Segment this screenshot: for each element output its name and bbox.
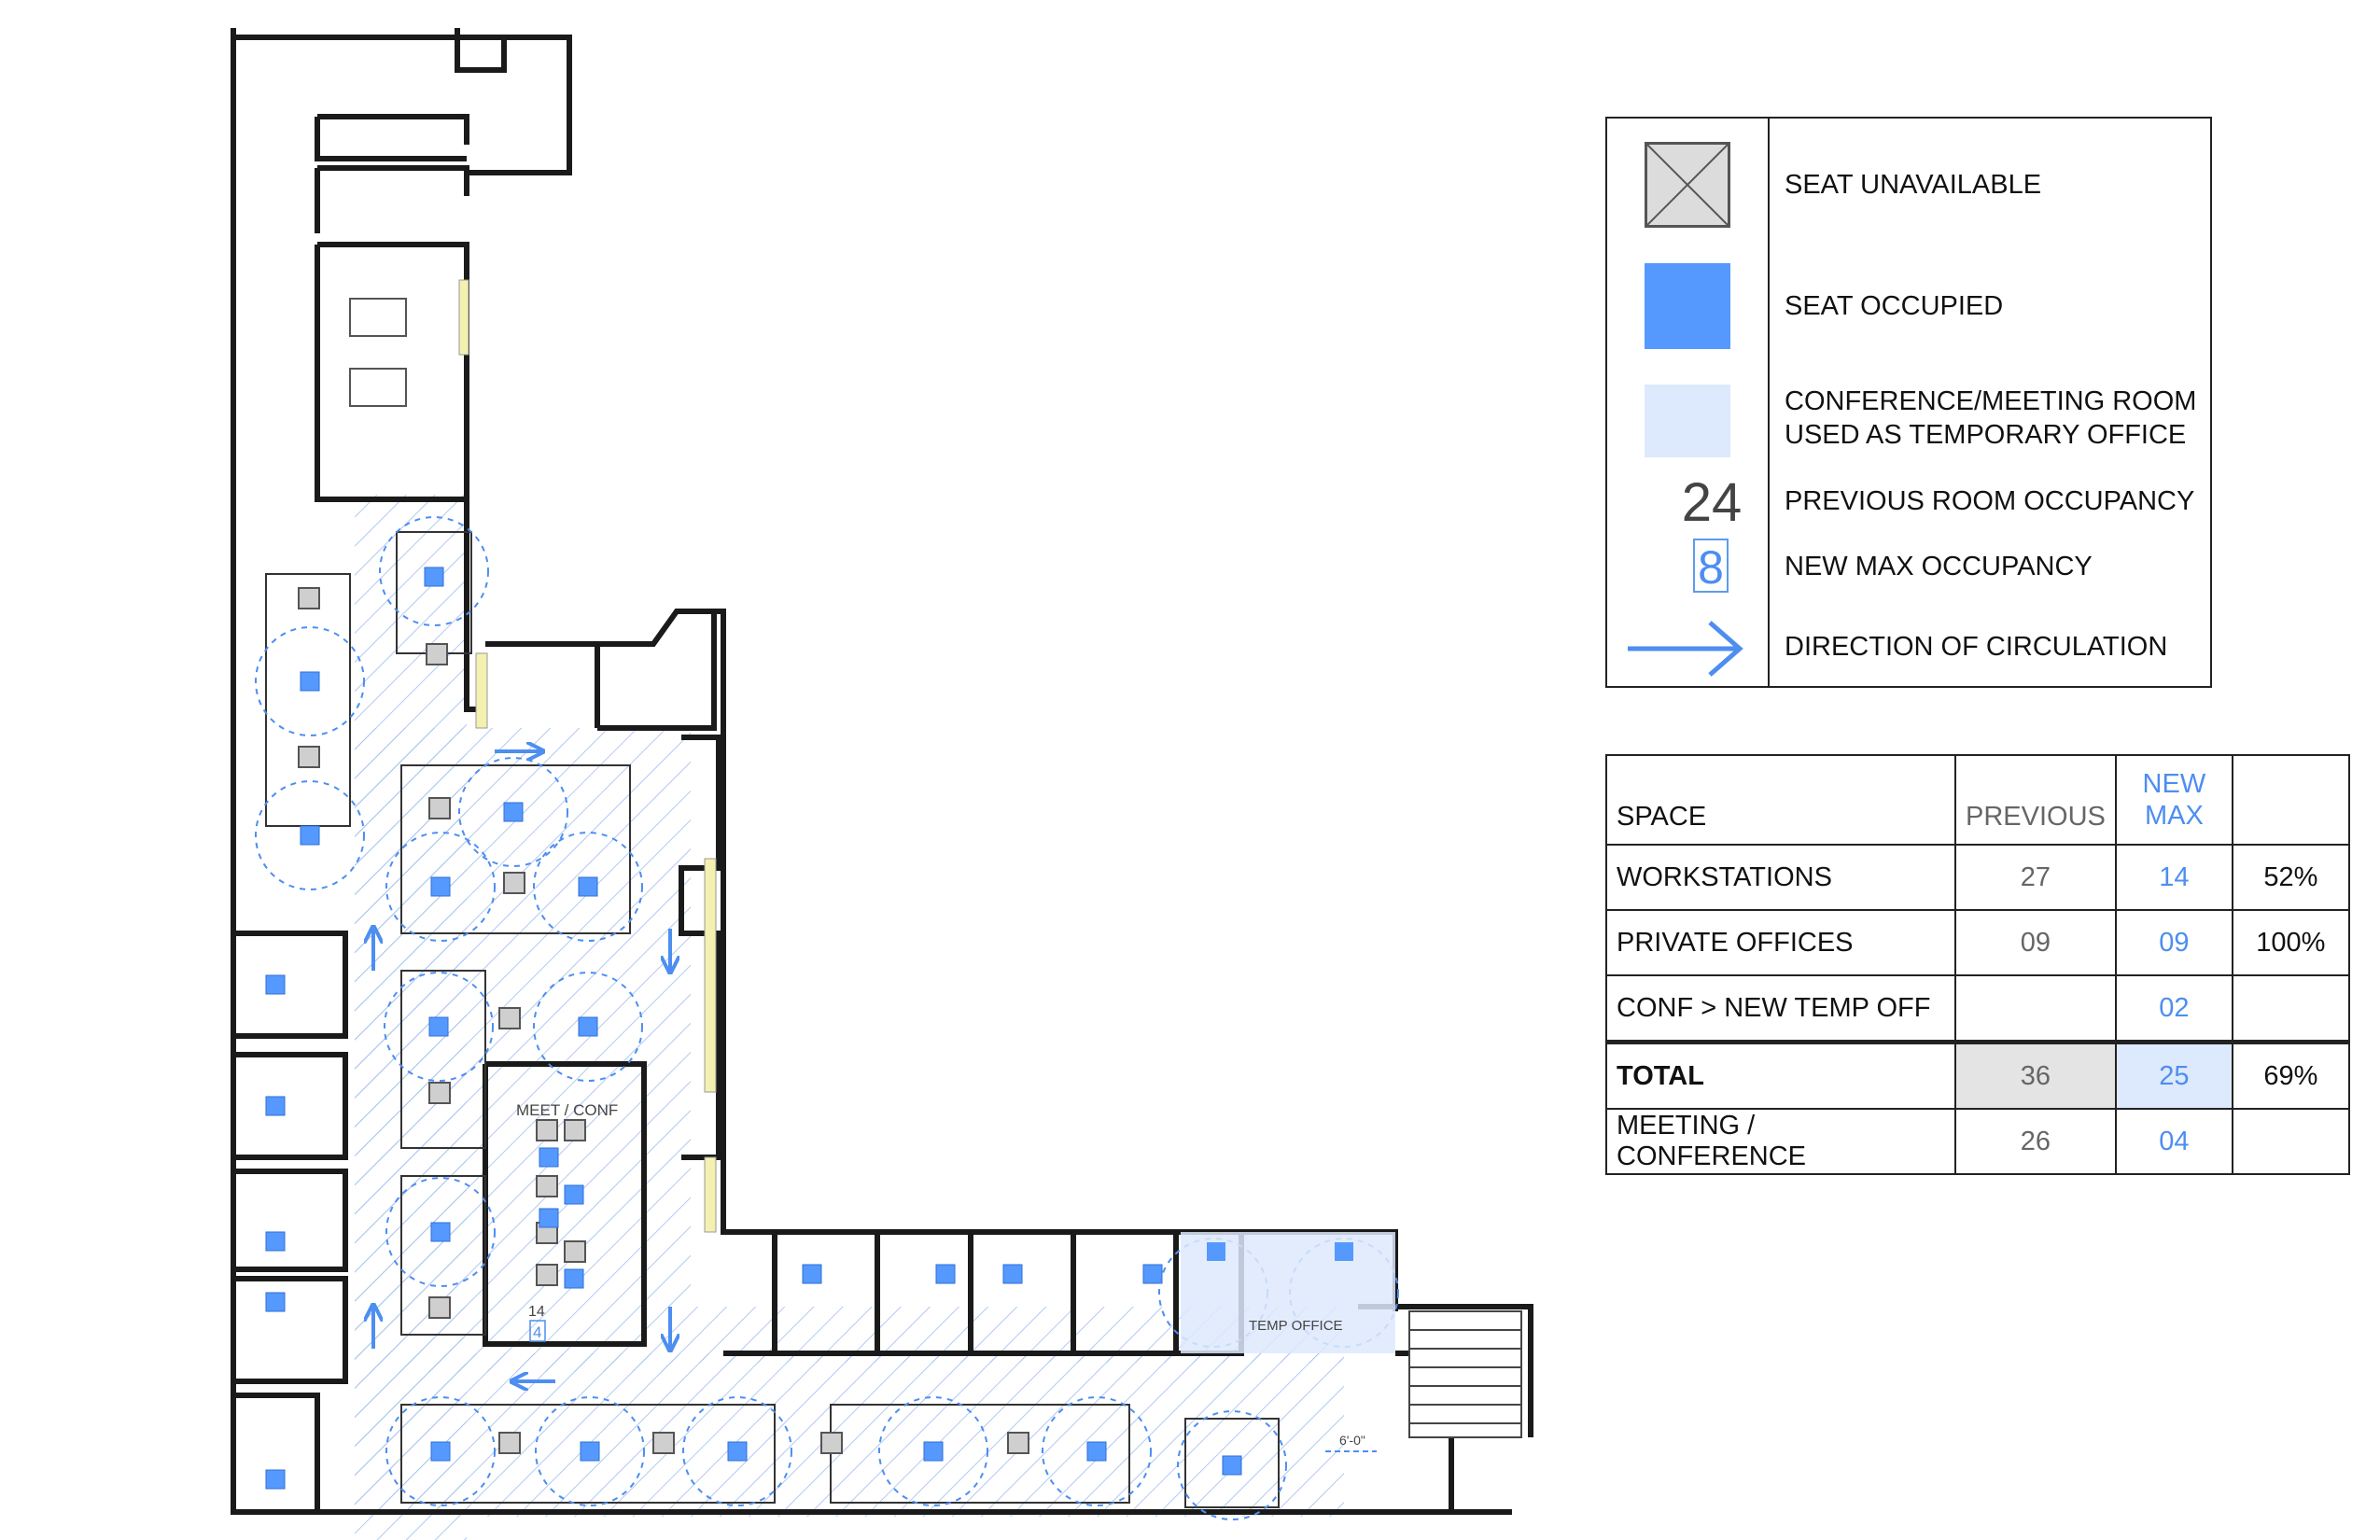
legend: SEAT UNAVAILABLE SEAT OCCUPIED CONFERENC… — [1605, 117, 2212, 688]
cell-previous: 27 — [1954, 844, 2117, 911]
floor-plan: MEET / CONF 14 4 TEMP OFFICE 6'-0" — [231, 28, 1533, 1540]
legend-divider — [1768, 119, 1770, 686]
furniture-conference-table — [349, 298, 407, 407]
table-row: MEETING / CONFERENCE 26 04 — [1605, 1108, 2350, 1175]
header-new-max: NEW MAX — [2114, 754, 2233, 846]
dimension-label: 6'-0" — [1339, 1433, 1365, 1448]
cell-previous: 26 — [1954, 1108, 2117, 1175]
cell-space: TOTAL — [1605, 1040, 1956, 1110]
table-row: PRIVATE OFFICES 09 09 100% — [1605, 909, 2350, 976]
legend-temp-label: CONFERENCE/MEETING ROOM USED AS TEMPORAR… — [1785, 386, 2197, 450]
cell-space: CONF > NEW TEMP OFF — [1605, 974, 1956, 1043]
occupancy-table: SPACE PREVIOUS NEW MAX WORKSTATIONS 27 1… — [1605, 754, 2350, 1175]
cell-percent — [2231, 1108, 2350, 1175]
cell-new-max: 25 — [2114, 1040, 2233, 1110]
header-percent — [2231, 754, 2350, 846]
cell-new-max: 02 — [2114, 974, 2233, 1043]
legend-prev-label: PREVIOUS ROOM OCCUPANCY — [1785, 486, 2195, 516]
cell-new-max: 04 — [2114, 1108, 2233, 1175]
cell-new-max: 14 — [2114, 844, 2233, 911]
cell-space: PRIVATE OFFICES — [1605, 909, 1956, 976]
legend-occupied-label: SEAT OCCUPIED — [1785, 291, 2004, 321]
stairs — [1408, 1310, 1522, 1438]
cell-percent: 69% — [2231, 1040, 2350, 1110]
meeting-room-prev-occupancy: 14 — [528, 1304, 545, 1320]
table-header-row: SPACE PREVIOUS NEW MAX — [1605, 754, 2350, 846]
meeting-room-label: MEET / CONF — [516, 1101, 618, 1119]
table-row-total: TOTAL 36 25 69% — [1605, 1040, 2350, 1110]
header-space: SPACE — [1605, 754, 1956, 846]
cell-previous: 36 — [1954, 1040, 2117, 1110]
legend-unavailable-label: SEAT UNAVAILABLE — [1785, 170, 2042, 200]
header-previous: PREVIOUS — [1954, 754, 2117, 846]
cell-previous: 09 — [1954, 909, 2117, 976]
legend-prev-sample: 24 — [1681, 472, 1743, 533]
occupied-seat-icon — [1645, 263, 1730, 349]
x-seat-icon — [1645, 142, 1730, 228]
occupied-seats — [265, 567, 1242, 1490]
temp-office-swatch — [1645, 385, 1730, 457]
legend-circ-label: DIRECTION OF CIRCULATION — [1785, 632, 2168, 662]
cell-percent: 100% — [2231, 909, 2350, 976]
cell-space: MEETING / CONFERENCE — [1605, 1108, 1956, 1175]
cell-previous — [1954, 974, 2117, 1043]
wall-accents — [458, 279, 717, 1233]
meeting-room-new-occupancy: 4 — [533, 1323, 541, 1341]
table-row: CONF > NEW TEMP OFF 02 — [1605, 974, 2350, 1043]
cell-percent — [2231, 974, 2350, 1043]
temp-office-label: TEMP OFFICE — [1249, 1318, 1343, 1334]
arrow-right-icon — [1628, 621, 1743, 677]
workstations — [265, 531, 1280, 1508]
circulation-arrows — [373, 751, 670, 1381]
unavailable-seats — [298, 587, 1029, 1454]
cell-new-max: 09 — [2114, 909, 2233, 976]
table-row: WORKSTATIONS 27 14 52% — [1605, 844, 2350, 911]
legend-new-sample: 8 — [1693, 539, 1729, 594]
cell-percent: 52% — [2231, 844, 2350, 911]
legend-new-label: NEW MAX OCCUPANCY — [1785, 552, 2093, 581]
cell-space: WORKSTATIONS — [1605, 844, 1956, 911]
